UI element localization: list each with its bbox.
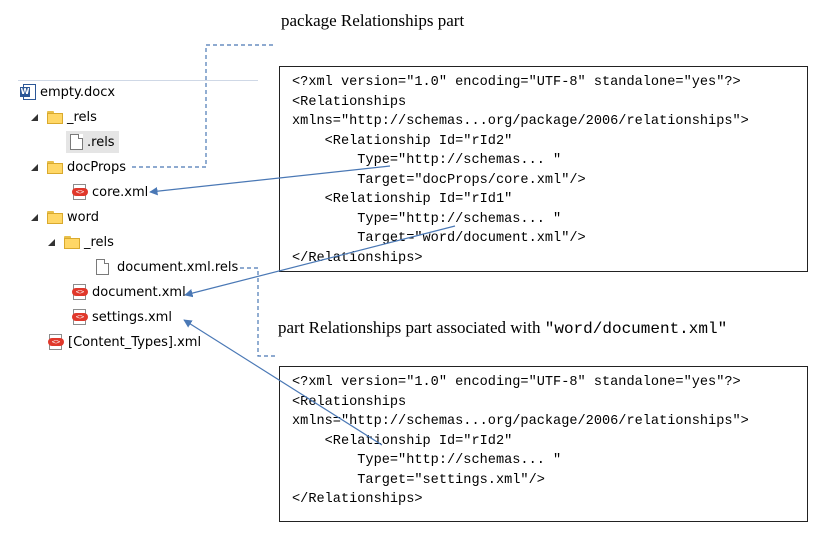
expand-triangle-icon[interactable] bbox=[31, 213, 38, 221]
xml-file-icon: <> bbox=[72, 184, 88, 200]
code-line: </Relationships> bbox=[292, 492, 423, 507]
tree-item-label: docProps bbox=[67, 159, 127, 175]
code-line: </Relationships> bbox=[292, 250, 423, 266]
code-line: Type="http://schemas... " bbox=[292, 453, 562, 468]
code-line: xmlns="http://schemas...org/package/2006… bbox=[292, 114, 749, 129]
tree-item-word-rels[interactable]: _rels bbox=[48, 231, 114, 253]
arrow-to-document-xml bbox=[184, 225, 456, 298]
part-rels-label-path: "word/document.xml" bbox=[544, 320, 728, 338]
tree-item-label: word bbox=[67, 209, 99, 225]
code-line: Type="http://schemas... " bbox=[292, 211, 562, 227]
folder-icon bbox=[47, 160, 63, 174]
tree-item-document-rels[interactable]: document.xml.rels bbox=[96, 256, 238, 278]
part-rels-label-prefix: part Relationships part associated with bbox=[278, 318, 545, 337]
arrow-to-settings-xml bbox=[183, 319, 383, 446]
tree-item-label: document.xml bbox=[92, 284, 186, 300]
code-line: Target="word/document.xml"/> bbox=[292, 231, 586, 246]
folder-icon bbox=[47, 210, 63, 224]
code-line: <?xml version="1.0" encoding="UTF-8" sta… bbox=[292, 75, 741, 90]
code-line: Target="docProps/core.xml"/> bbox=[292, 172, 586, 188]
tree-item-rels-folder[interactable]: _rels bbox=[31, 106, 97, 128]
code-line: <?xml version="1.0" encoding="UTF-8" sta… bbox=[292, 375, 741, 390]
code-line: Type="http://schemas... " bbox=[292, 153, 562, 168]
tree-item-root[interactable]: W empty.docx bbox=[20, 81, 115, 103]
xml-file-icon: <> bbox=[48, 334, 64, 350]
tree-item-label: core.xml bbox=[92, 184, 149, 200]
part-rels-label: part Relationships part associated with … bbox=[278, 318, 727, 338]
expand-triangle-icon[interactable] bbox=[31, 113, 38, 121]
file-icon bbox=[96, 259, 109, 275]
tree-item-docprops[interactable]: docProps bbox=[31, 156, 126, 178]
tree-item-label: document.xml.rels bbox=[117, 259, 239, 275]
folder-icon bbox=[47, 110, 63, 124]
file-icon bbox=[70, 134, 83, 150]
expand-triangle-icon[interactable] bbox=[48, 238, 55, 246]
tree-item-label: [Content_Types].xml bbox=[68, 334, 202, 350]
expand-triangle-icon[interactable] bbox=[31, 163, 38, 171]
tree-item-label: empty.docx bbox=[40, 84, 116, 100]
tree-divider bbox=[18, 80, 258, 81]
tree-item-word[interactable]: word bbox=[31, 206, 99, 228]
code-line: <Relationship Id="rId1" bbox=[292, 192, 513, 207]
tree-item-core-xml[interactable]: <> core.xml bbox=[72, 181, 148, 203]
code-line: Target="settings.xml"/> bbox=[292, 472, 545, 488]
word-doc-icon: W bbox=[20, 84, 36, 100]
xml-file-icon: <> bbox=[72, 284, 88, 300]
tree-item-document-xml[interactable]: <> document.xml bbox=[72, 281, 186, 303]
package-rels-leader bbox=[132, 44, 276, 168]
package-rels-label: package Relationships part bbox=[281, 11, 465, 30]
package-rels-code-box: <?xml version="1.0" encoding="UTF-8" sta… bbox=[279, 66, 808, 272]
document-rels-leader bbox=[240, 267, 276, 357]
code-line: xmlns="http://schemas...org/package/2006… bbox=[292, 414, 749, 429]
tree-item-label: _rels bbox=[84, 234, 114, 250]
tree-item-label: _rels bbox=[67, 109, 97, 125]
tree-item-settings-xml[interactable]: <> settings.xml bbox=[72, 306, 172, 328]
folder-icon bbox=[64, 235, 80, 249]
code-line: <Relationships bbox=[292, 94, 407, 110]
file-tree: W empty.docx _rels .rels docProps <> cor… bbox=[18, 80, 258, 370]
tree-item-label: settings.xml bbox=[92, 309, 172, 325]
tree-item-rels-file[interactable]: .rels bbox=[66, 131, 119, 153]
code-line: <Relationship Id="rId2" bbox=[292, 433, 513, 449]
tree-item-content-types[interactable]: <> [Content_Types].xml bbox=[48, 331, 201, 353]
tree-item-label: .rels bbox=[87, 134, 115, 150]
code-line: <Relationship Id="rId2" bbox=[292, 133, 513, 149]
arrow-to-core-xml bbox=[149, 165, 391, 196]
xml-file-icon: <> bbox=[72, 309, 88, 325]
